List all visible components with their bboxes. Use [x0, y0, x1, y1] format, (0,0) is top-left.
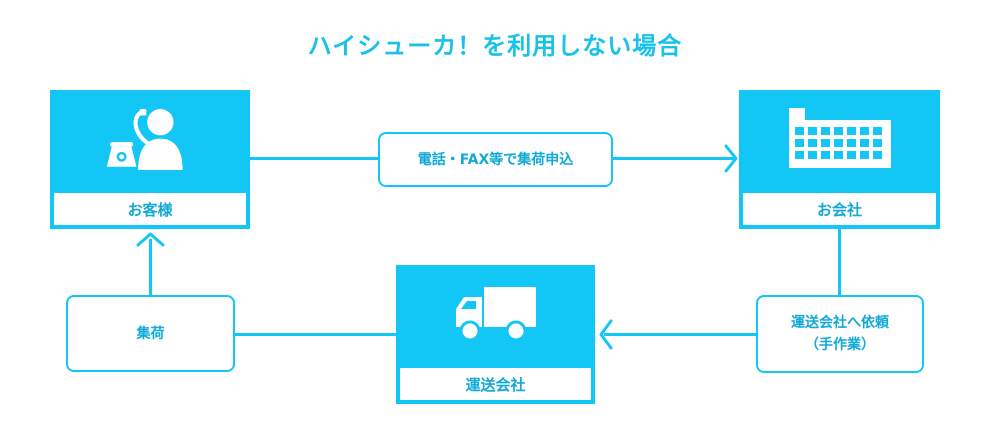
diagram-title: ハイシューカ！を利用しない場合	[307, 32, 683, 60]
connector-arrange-to-carrier	[604, 333, 757, 336]
customer-label: お客様	[54, 193, 246, 225]
connector-customer-to-request	[250, 157, 380, 160]
connector-pickup-up	[149, 239, 152, 297]
connector-carrier-to-pickup	[235, 333, 397, 336]
step-request: 電話・FAX等で集荷申込	[378, 132, 613, 187]
telephone-person-icon	[106, 108, 183, 170]
step-arrange-label: 運送会社へ依頼	[791, 315, 889, 331]
company-label: お会社	[743, 193, 936, 225]
step-arrange: 運送会社へ依頼 （手作業）	[756, 295, 924, 373]
arrowhead-up	[136, 232, 165, 247]
building-icon	[789, 108, 891, 168]
arrowhead-left	[599, 319, 613, 350]
step-pickup-label: 集荷	[136, 325, 165, 342]
customer-node: お客様	[50, 90, 250, 229]
arrowhead-right	[724, 144, 738, 173]
step-request-label: 電話・FAX等で集荷申込	[417, 151, 574, 168]
step-pickup: 集荷	[66, 295, 235, 372]
carrier-label: 運送会社	[400, 368, 591, 400]
connector-request-to-company	[611, 157, 735, 160]
connector-company-down	[838, 229, 841, 296]
step-arrange-note: （手作業）	[805, 337, 875, 353]
carrier-node: 運送会社	[396, 265, 595, 404]
truck-icon	[456, 287, 536, 342]
company-node: お会社	[739, 90, 940, 229]
